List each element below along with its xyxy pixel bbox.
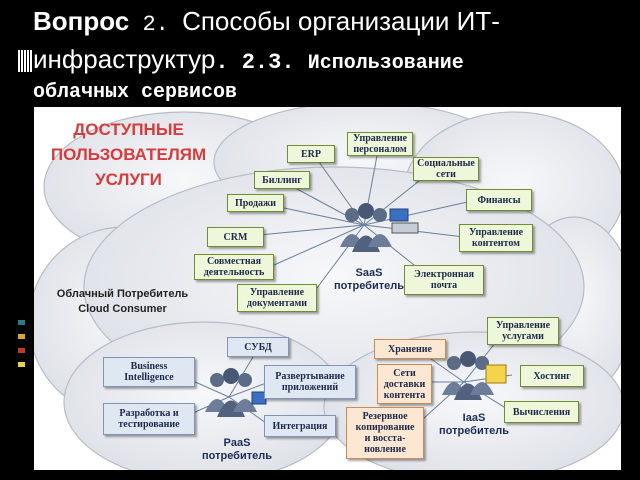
- box-collaboration: Совместная деятельность: [194, 254, 274, 280]
- box-backup: Резервное копирование и восста- новление: [346, 407, 424, 459]
- box-bi: Business Intelligence: [103, 357, 195, 387]
- box-service-mgmt: Управление услугами: [487, 317, 559, 345]
- paas-users-icon: [205, 368, 267, 417]
- box-email: Электронная почта: [404, 265, 484, 295]
- box-storage: Хранение: [374, 339, 446, 359]
- box-social: Социальные сети: [413, 157, 479, 181]
- decorative-square: [18, 320, 25, 325]
- title-part-cloud-services: облачных сервисов: [33, 81, 238, 104]
- title-part-number: 2.: [129, 12, 183, 37]
- title-part-section: . 2.3.: [215, 50, 308, 75]
- title-part-question: Вопрос: [33, 6, 130, 36]
- box-document-mgmt: Управление документами: [237, 284, 317, 312]
- slide-title: Вопрос 2. Способы организации ИТ- инфрас…: [33, 4, 633, 106]
- decorative-square: [18, 362, 25, 367]
- box-sales: Продажи: [227, 194, 284, 212]
- iaas-consumer-label: IaaS потребитель: [439, 412, 509, 437]
- paas-consumer-label: PaaS потребитель: [202, 437, 272, 462]
- title-part-usage: Использование: [307, 52, 464, 75]
- saas-consumer-label: SaaS потребитель: [334, 267, 404, 292]
- box-cdn: Сети доставки контента: [377, 364, 432, 404]
- box-dev-test: Разработка и тестирование: [103, 403, 195, 435]
- box-compute: Вычисления: [504, 401, 579, 423]
- box-content-mgmt: Управление контентом: [459, 224, 533, 252]
- saas-users-icon: [340, 203, 419, 252]
- box-integration: Интеграция: [264, 415, 336, 437]
- cloud-consumer-label: Облачный Потребитель Cloud Consumer: [56, 288, 189, 315]
- box-erp: ERP: [287, 145, 335, 163]
- box-personnel: Управление персоналом: [347, 132, 413, 156]
- box-crm: CRM: [207, 227, 264, 247]
- decorative-stripes: [18, 50, 32, 72]
- decorative-square: [18, 348, 25, 353]
- decorative-square: [18, 334, 25, 339]
- cloud-services-diagram: ДОСТУПНЫЕ ПОЛЬЗОВАТЕЛЯМ УСЛУГИ Облачный …: [34, 107, 621, 470]
- box-hosting: Хостинг: [520, 365, 584, 387]
- box-finance: Финансы: [466, 189, 532, 211]
- box-billing: Биллинг: [254, 171, 310, 189]
- title-part-infra: инфраструктур: [33, 44, 216, 74]
- services-heading: ДОСТУПНЫЕ ПОЛЬЗОВАТЕЛЯМ УСЛУГИ: [50, 120, 207, 189]
- title-part-methods: Способы организации ИТ-: [182, 6, 500, 36]
- iaas-users-icon: [442, 351, 507, 400]
- box-app-deploy: Развертывание приложений: [264, 365, 356, 399]
- box-dbms: СУБД: [227, 337, 289, 357]
